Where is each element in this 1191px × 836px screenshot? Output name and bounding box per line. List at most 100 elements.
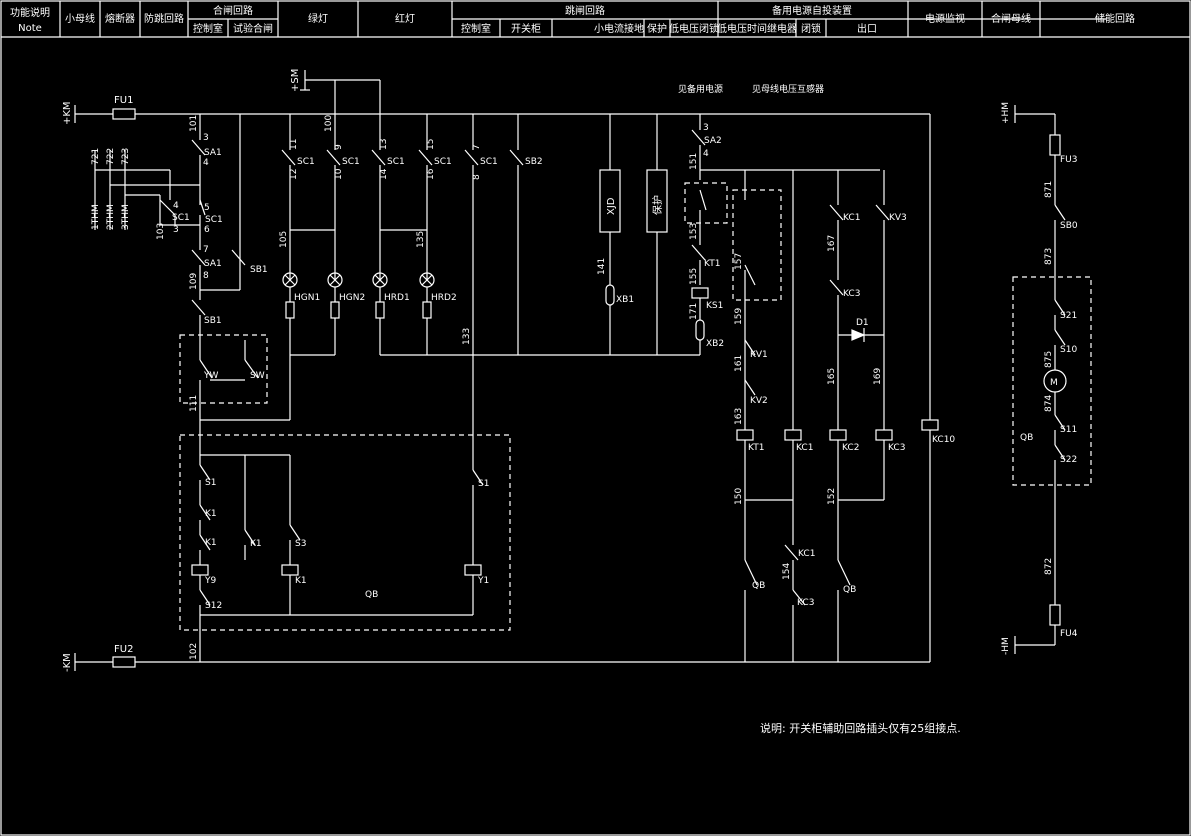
label-sc1b: SC1	[205, 215, 223, 225]
label-xb1: XB1	[616, 295, 634, 305]
label-sb0: SB0	[1060, 221, 1078, 231]
label-y1: Y1	[477, 576, 489, 586]
qb-box	[179, 434, 511, 662]
label-sc1f: SC1	[434, 157, 452, 167]
header-power-monitor: 电源监视	[925, 12, 965, 25]
label-w105: 105	[279, 231, 289, 248]
label-w109: 109	[189, 273, 199, 290]
label-w873: 873	[1044, 248, 1054, 265]
label-sc1g: SC1	[480, 157, 498, 167]
header-trip-circuit: 跳闸回路	[565, 4, 605, 17]
label-w100: 100	[324, 115, 334, 132]
label-sa2: SA2	[704, 136, 722, 146]
label-w11: 11	[289, 139, 299, 150]
label-w102: 102	[189, 643, 199, 660]
header-close-bus: 合闸母线	[991, 12, 1031, 25]
label-k1a: K1	[205, 509, 217, 519]
header-anti-jump: 防跳回路	[144, 12, 184, 25]
label-fu1: FU1	[114, 95, 133, 106]
label-w721: 721	[91, 148, 101, 165]
label-baohu: 保护	[651, 195, 664, 215]
label-plus-km: +KM	[62, 101, 73, 125]
label-fu4: FU4	[1060, 629, 1078, 639]
label-k1coil: K1	[295, 576, 307, 586]
label-sb1a: SB1	[250, 265, 268, 275]
label-w157: 157	[734, 253, 744, 270]
label-s3: S3	[295, 539, 306, 549]
header-note: Note	[18, 23, 42, 34]
label-w3a: 3	[203, 133, 209, 143]
label-qb: QB	[365, 590, 378, 600]
label-w8b: 8	[472, 174, 482, 180]
label-minus-km: -KM	[62, 653, 73, 672]
header-backup-lock: 闭锁	[801, 22, 821, 35]
label-w163: 163	[734, 408, 744, 425]
label-w103: 103	[156, 223, 166, 240]
label-kt1: KT1	[748, 443, 764, 453]
label-w872: 872	[1044, 558, 1054, 575]
label-sc1a: SC1	[172, 213, 190, 223]
label-w4b: 4	[173, 201, 179, 211]
label-w874: 874	[1044, 395, 1054, 412]
label-kv1: KV1	[750, 350, 768, 360]
label-w151: 151	[689, 153, 699, 170]
label-w12: 12	[289, 169, 299, 180]
label-k1c: K1	[250, 539, 262, 549]
label-w150: 150	[734, 488, 744, 505]
label-w15: 15	[426, 139, 436, 150]
label-thm2: 2THM	[106, 204, 116, 230]
label-xjd: XJD	[606, 197, 617, 215]
label-w161: 161	[734, 355, 744, 372]
label-sw: SW	[250, 371, 265, 381]
label-thm1: 1THM	[91, 204, 101, 230]
label-fu2: FU2	[114, 644, 133, 655]
label-kc1top: KC1	[843, 213, 860, 223]
label-w152: 152	[827, 488, 837, 505]
label-fu3: FU3	[1060, 155, 1078, 165]
label-sb2: SB2	[525, 157, 543, 167]
label-w3c: 3	[703, 123, 709, 133]
header-trip-protect: 保护	[647, 22, 667, 35]
label-s1b: S1	[478, 479, 489, 489]
header-backup-lv-relay: 低电压时间继电器	[717, 22, 797, 35]
label-s1a: S1	[205, 478, 216, 488]
label-s11: S11	[1060, 425, 1077, 435]
label-w165: 165	[827, 368, 837, 385]
header-backup-exit: 出口	[857, 22, 877, 35]
label-kt1s: KT1	[704, 259, 720, 269]
label-w6: 6	[204, 225, 210, 235]
header-trip-low-voltage: 低电压闭锁	[669, 22, 719, 35]
label-s10: S10	[1060, 345, 1077, 355]
label-w7a: 7	[203, 245, 209, 255]
label-m: M	[1050, 378, 1058, 388]
label-w154: 154	[782, 563, 792, 580]
label-kc3: KC3	[888, 443, 905, 453]
label-s12: S12	[205, 601, 222, 611]
header-trip-switchgear: 开关柜	[511, 22, 541, 35]
header-trip-small-current: 小电流接地	[594, 22, 644, 35]
label-w7b: 7	[472, 144, 482, 150]
note-text: 说明: 开关柜辅助回路插头仅有25组接点.	[760, 721, 961, 735]
label-sa1a: SA1	[204, 148, 222, 158]
label-kc10: KC10	[932, 435, 955, 445]
label-s22: S22	[1060, 455, 1077, 465]
label-w4c: 4	[703, 149, 709, 159]
label-sa1b: SA1	[204, 259, 222, 269]
label-yw: YW	[203, 371, 218, 381]
label-hrd1: HRD1	[384, 293, 410, 303]
label-w169: 169	[873, 368, 883, 385]
label-k1b: K1	[205, 538, 217, 548]
label-w9: 9	[334, 144, 344, 150]
label-w111: 111	[189, 395, 199, 412]
label-w13: 13	[379, 139, 389, 150]
label-w167: 167	[827, 235, 837, 252]
label-s21: S21	[1060, 311, 1077, 321]
label-w722: 722	[106, 148, 116, 165]
label-w133: 133	[462, 328, 472, 345]
label-xb2: XB2	[706, 339, 724, 349]
label-hgn1: HGN1	[294, 293, 320, 303]
label-see-backup-power: 见备用电源	[678, 83, 723, 95]
label-w723: 723	[121, 148, 131, 165]
header-green-lamp: 绿灯	[308, 12, 328, 25]
